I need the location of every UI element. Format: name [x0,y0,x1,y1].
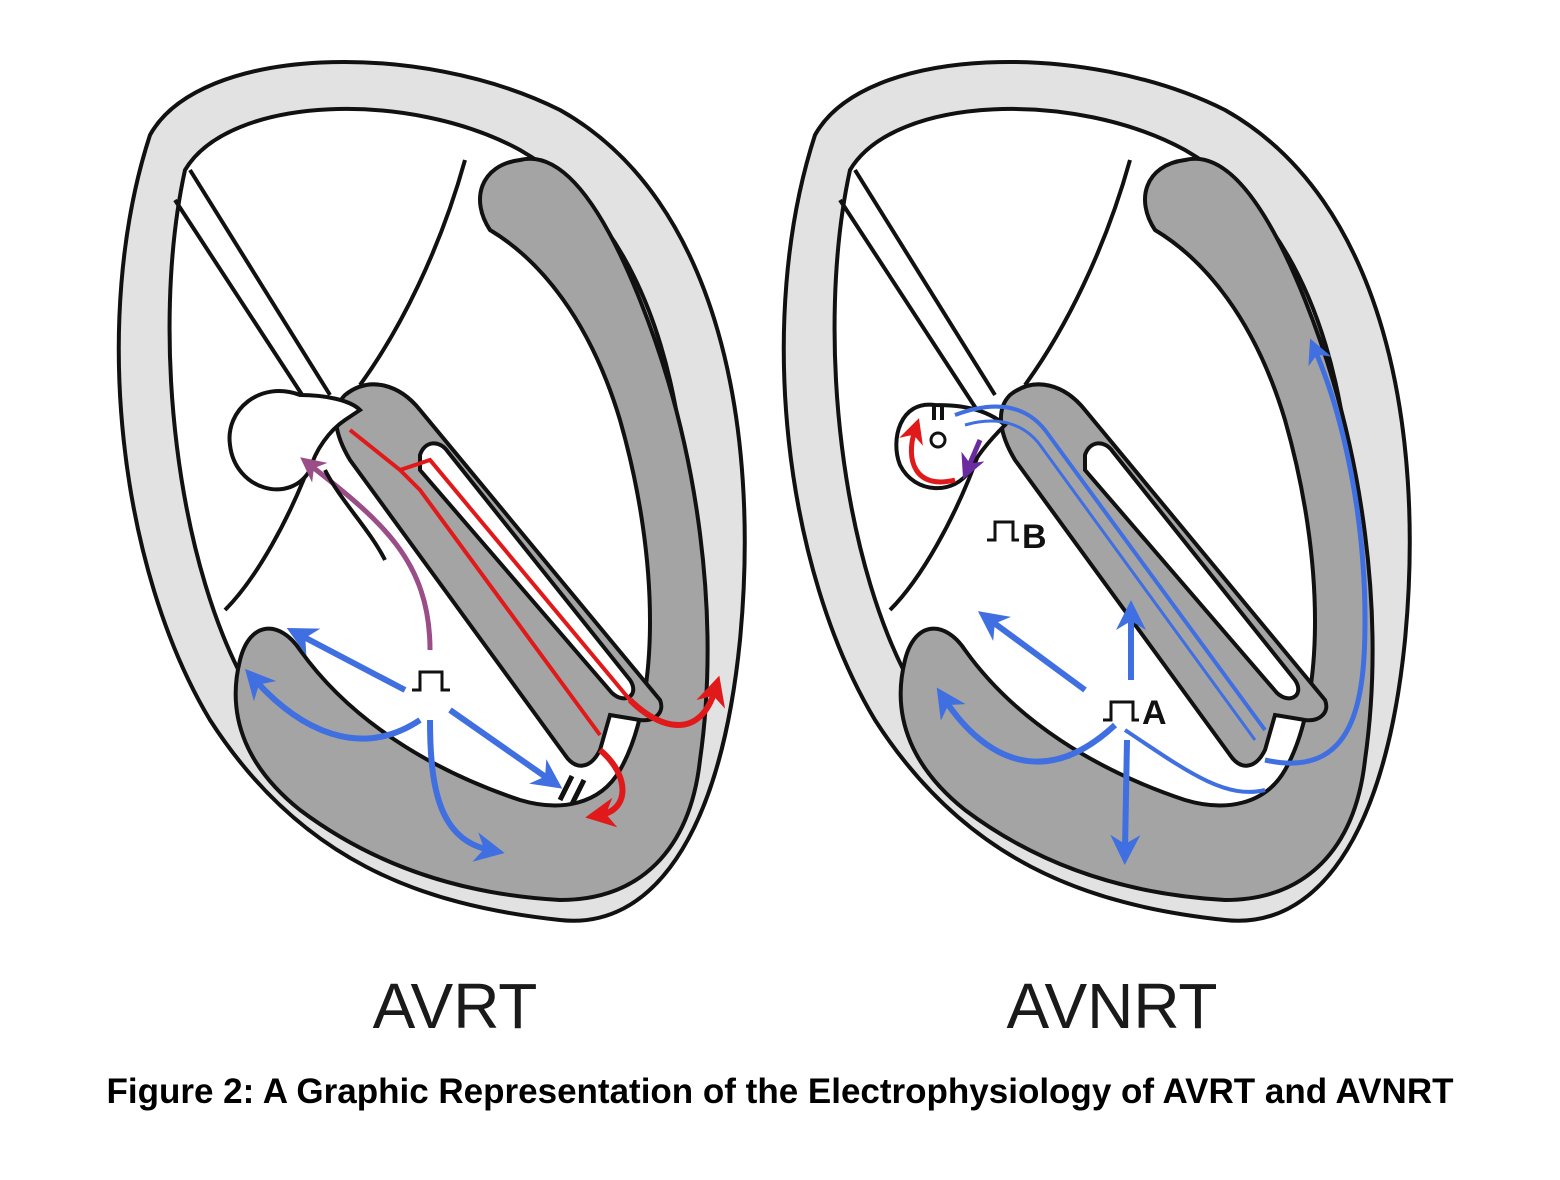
stimulus-pulse-icon [1103,700,1139,722]
av-valve-line [358,159,467,387]
conduction-block-icon [557,774,587,806]
avnrt-heart-diagram: B A [781,59,1412,923]
his-bundle-path [348,428,602,737]
avnrt-label: AVNRT [1007,970,1218,1042]
atrial-septum-inner [838,198,979,412]
blue-his-path-inner [964,419,1257,741]
atrial-septum-inner [173,198,314,412]
red-retrograde-arrow [585,747,626,828]
av-node [227,389,364,492]
av-node-tail [323,469,387,561]
right-bundle-path [399,457,632,702]
blue-arrow-left [936,687,1118,765]
atrial-septum [853,168,997,397]
blue-arrow-down [1110,739,1141,865]
stimulus-pulse-icon [412,670,450,692]
conduction-block-icon [929,404,947,449]
septal-slot [1083,441,1301,701]
blue-apex-path [1123,728,1266,794]
stimulus-label-a: A [1142,694,1167,732]
blue-arrow-upper-left [286,628,407,693]
avrt-heart-diagram [116,59,747,923]
stimulus-label-b: B [1022,518,1047,556]
lateral-ventricle-wall [233,156,710,903]
blue-arrow-down [427,719,505,862]
septal-slot [418,441,636,701]
dark-purple-reentry-arrow [961,439,985,480]
blue-arrow-left [244,668,422,742]
red-reentry-arrow [899,418,956,485]
figure-caption: Figure 2: A Graphic Representation of th… [106,1072,1454,1111]
atrial-septum [188,168,332,397]
avrt-label: AVRT [373,970,538,1042]
lateral-ventricle-wall [898,156,1375,903]
stimulus-pulse-icon [987,520,1019,542]
red-exit-arrow [627,675,726,728]
blue-lateral-wall-arrow [1264,338,1368,766]
blue-arrow-upper-left [977,611,1087,693]
av-valve-line [1023,159,1132,387]
blue-his-path [954,404,1267,732]
ventricular-septum [333,382,664,768]
blue-arrow-right [448,707,563,789]
